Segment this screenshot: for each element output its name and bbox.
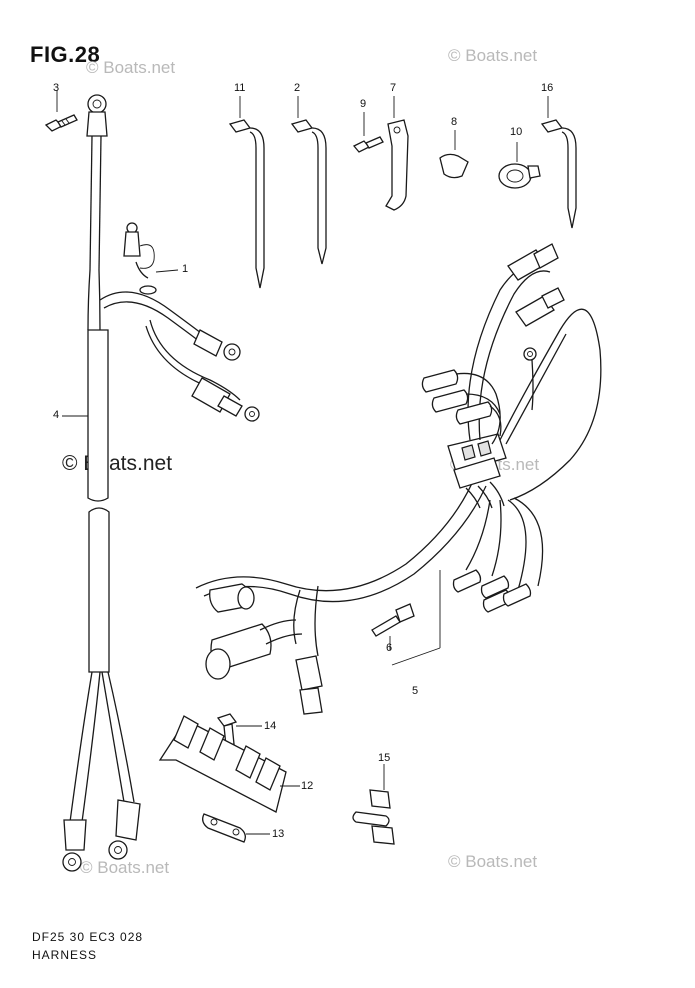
figure-code: DF25 30 EC3 028: [32, 930, 144, 944]
watermark-top-left: © Boats.net: [86, 58, 176, 77]
terminal-part-1: [123, 222, 179, 295]
watermark-top-right: © Boats.net: [448, 46, 538, 65]
callout-4: 4: [53, 409, 60, 421]
plate-part-13: [202, 813, 270, 843]
main-harness-part-5: [195, 243, 602, 715]
watermark-bottom-left: © Boats.net: [80, 858, 170, 877]
callout-3: 3: [53, 82, 60, 94]
callout-1: 1: [182, 263, 189, 275]
bracket-part-15: [352, 764, 395, 845]
clip-part-10: [498, 142, 541, 189]
callout-8: 8: [451, 116, 458, 128]
callout-2: 2: [294, 82, 301, 94]
cable-tie-part-16: [540, 96, 577, 229]
callout-14: 14: [264, 720, 277, 732]
callout-6: 6: [386, 642, 393, 654]
callout-12: 12: [301, 780, 314, 792]
callout-11: 11: [234, 82, 246, 94]
bracket-part-12: [158, 715, 300, 813]
cable-tie-part-11: [228, 96, 265, 289]
callout-7: 7: [390, 82, 397, 94]
cable-tie-part-2: [290, 96, 327, 265]
callout-16: 16: [541, 82, 554, 94]
callout-9: 9: [360, 98, 367, 110]
figure-title: FIG.28: [30, 42, 101, 67]
callout-10: 10: [510, 126, 523, 138]
screw-part-9: [352, 112, 384, 153]
figure-caption: HARNESS: [32, 948, 98, 962]
clip-part-8: [439, 130, 469, 179]
callout-13: 13: [272, 828, 285, 840]
callout-5: 5: [412, 685, 419, 697]
clamp-part-7: [385, 96, 409, 211]
pin-clip-part-6: [371, 603, 415, 650]
callout-15: 15: [378, 752, 391, 764]
screw-part-3: [44, 90, 78, 132]
battery-cable-part-4: [62, 94, 260, 872]
watermark-bottom-right: © Boats.net: [448, 852, 538, 871]
